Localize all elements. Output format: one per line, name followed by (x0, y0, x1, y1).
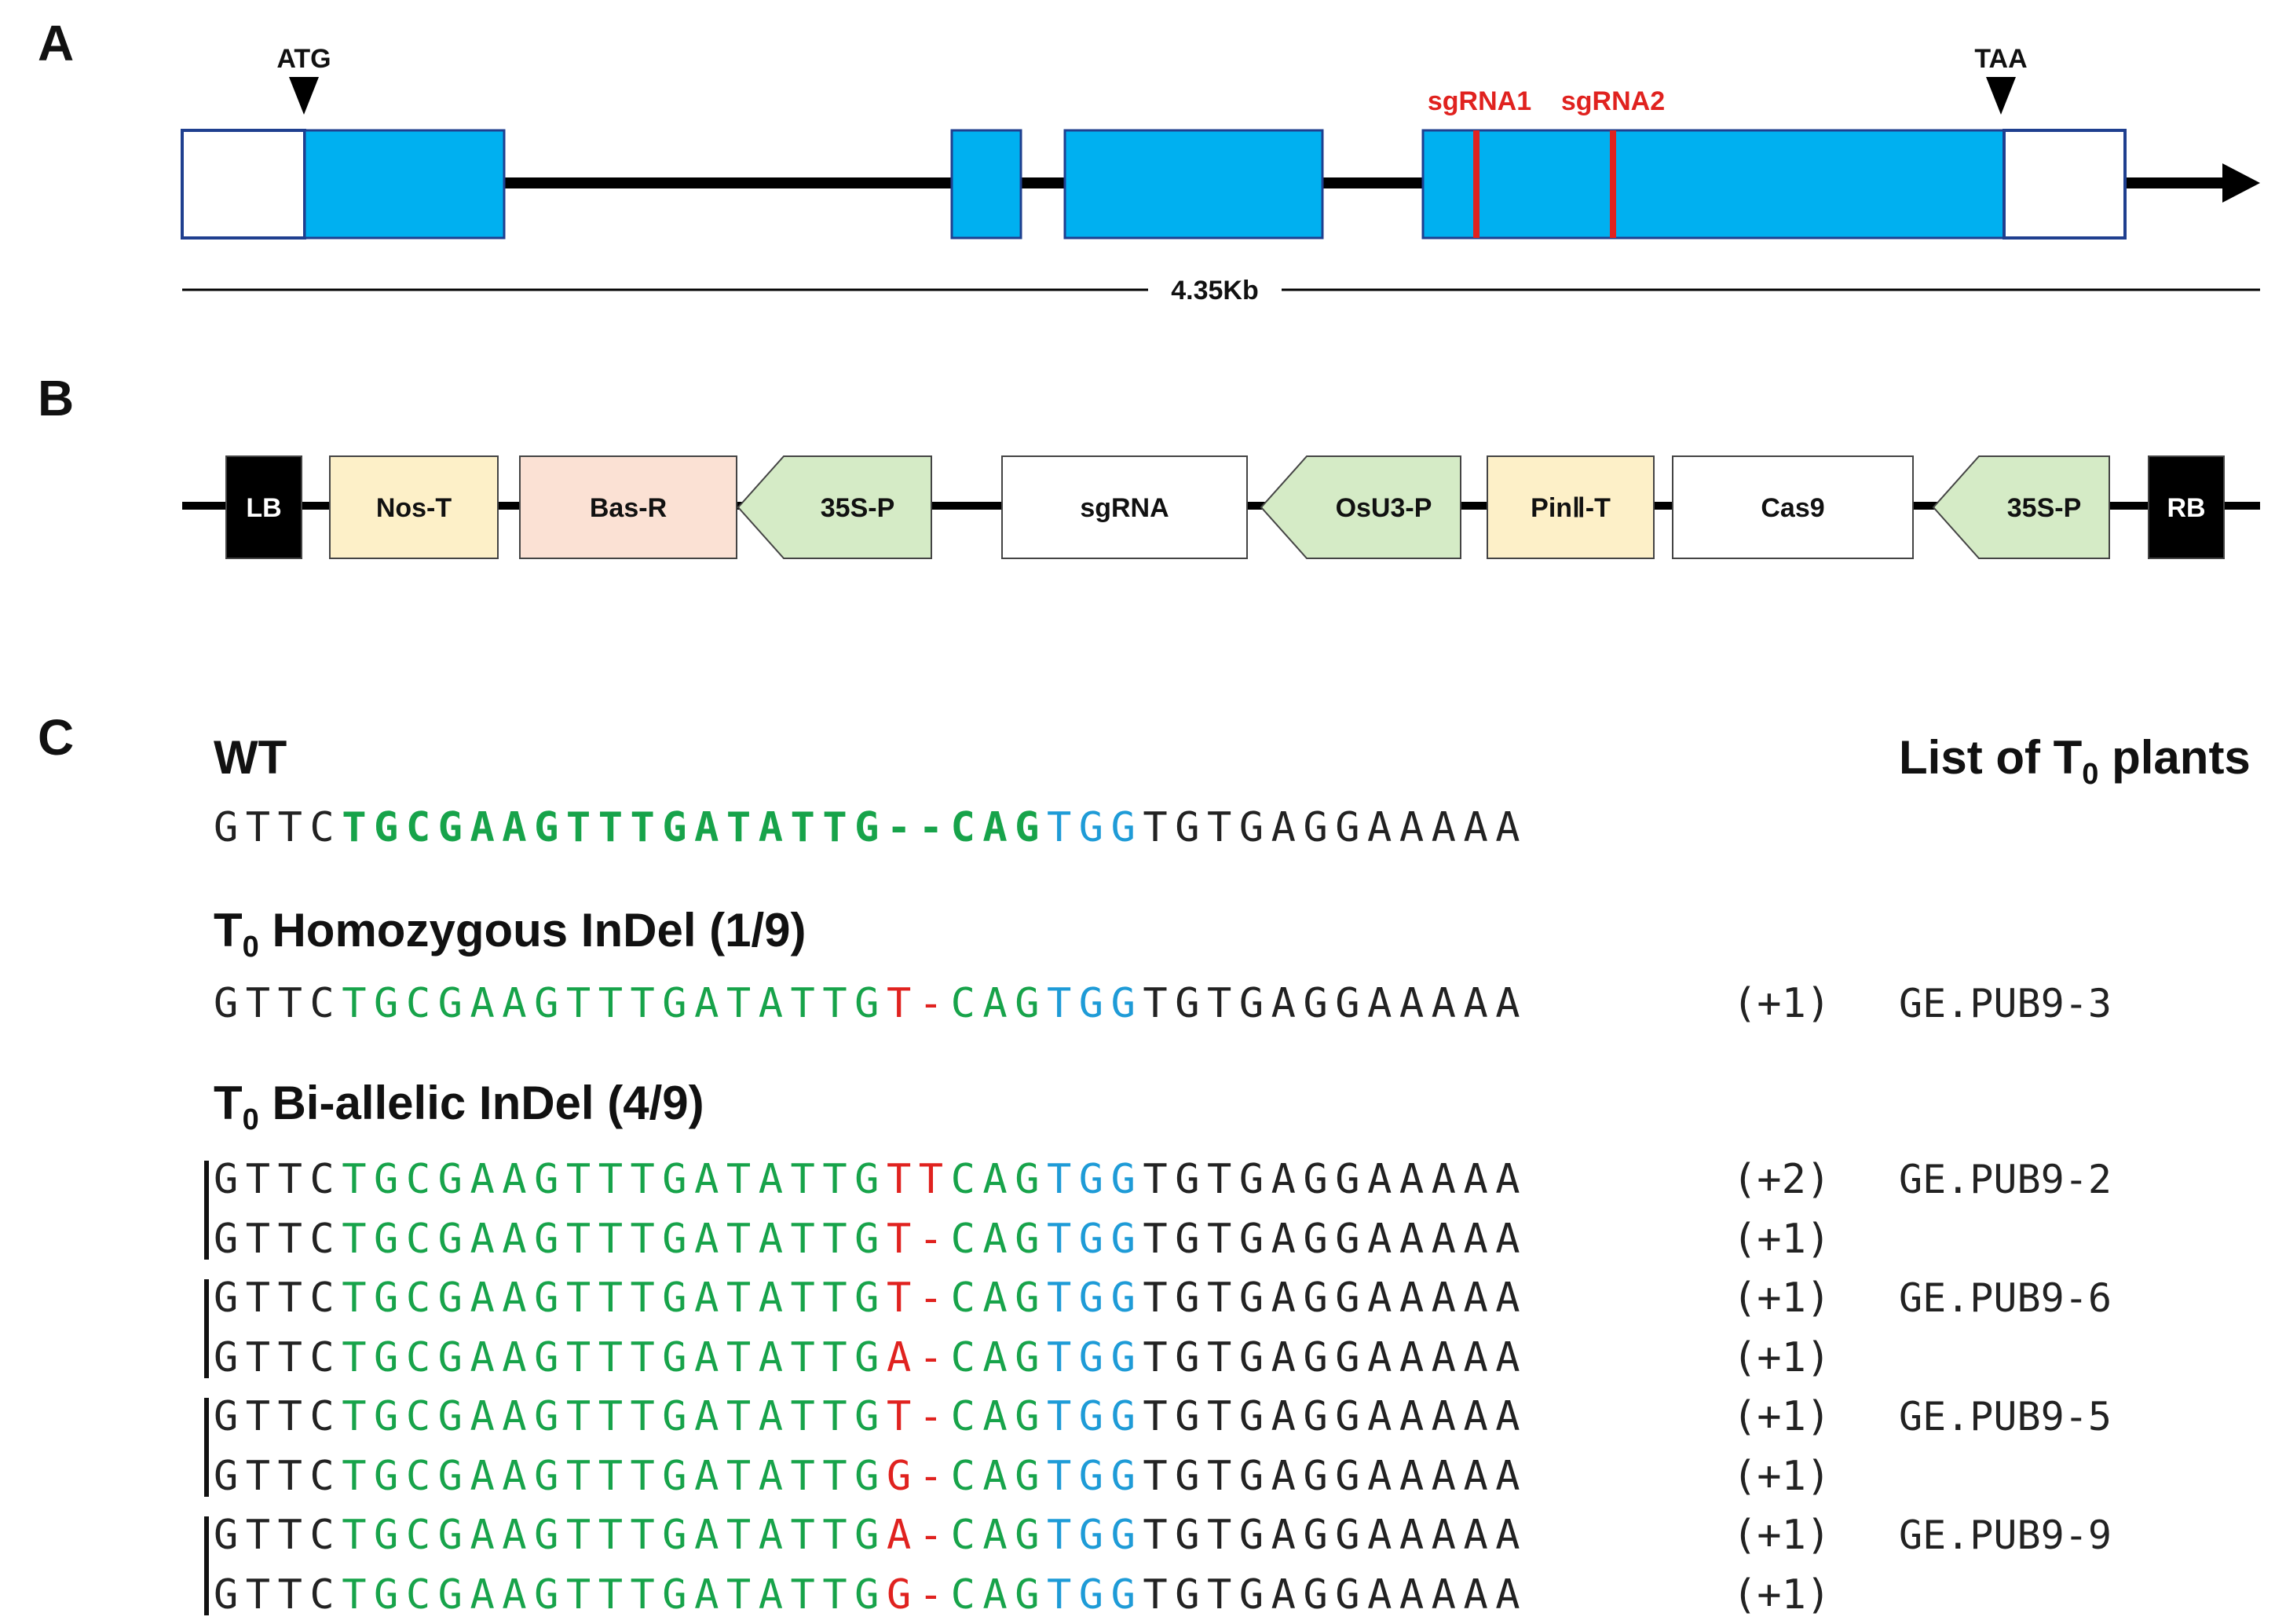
start-codon-marker (289, 77, 319, 115)
allele-pair-bracket (204, 1516, 209, 1615)
wt-heading: WT (214, 731, 287, 784)
construct-element-label: 35S-P (821, 493, 895, 523)
biallelic-sequence-row: GTTCTGCGAAGTTTGATATTGG-CAGTGGTGTGAGGAAAA… (214, 1452, 1528, 1500)
construct-element: LB (225, 455, 302, 559)
construct-element-shape (1487, 455, 1655, 559)
panel-label-a: A (38, 15, 75, 71)
exon-1 (303, 129, 506, 240)
biallelic-sequence-row: GTTCTGCGAAGTTTGATATTGTTCAGTGGTGTGAGGAAAA… (214, 1156, 1528, 1203)
gene-structure-diagram: ATG TAA sgRNA1 sgRNA2 4.35Kb (181, 44, 2260, 305)
biallelic-sequence-row: GTTCTGCGAAGTTTGATATTGT-CAGTGGTGTGAGGAAAA… (214, 1393, 1528, 1440)
scale-bar-label: 4.35Kb (1171, 276, 1259, 305)
construct-element: 35S-P (737, 455, 932, 559)
construct-element-label: Bas-R (590, 493, 667, 523)
biallelic-indel: (+1) (1732, 1333, 1831, 1381)
sgrna1-site (1473, 130, 1479, 238)
biallelic-indel: (+1) (1732, 1275, 1831, 1322)
biallelic-plant-id: GE.PUB9-9 (1899, 1512, 2112, 1558)
stop-codon-label: TAA (1974, 44, 2027, 74)
exon-4 (1421, 129, 2006, 240)
biallelic-indel: (+1) (1732, 1571, 1831, 1619)
construct-element-shape (1001, 455, 1248, 559)
sgrna2-label: sgRNA2 (1561, 86, 1665, 116)
allele-pair-bracket (204, 1279, 209, 1378)
construct-element-label: RB (2167, 493, 2205, 523)
sgrna2-site (1610, 130, 1616, 238)
panel-label-b: B (38, 370, 75, 426)
wt-sequence: GTTCTGCGAAGTTTGATATTG--CAGTGGTGTGAGGAAAA… (214, 804, 1528, 851)
construct-element: Cas9 (1672, 455, 1914, 559)
allele-pair-bracket (204, 1398, 209, 1497)
construct-element-shape (519, 455, 737, 559)
construct-element-shape (1260, 455, 1461, 559)
biallelic-indel: (+1) (1732, 1452, 1831, 1500)
homozygous-sequence: GTTCTGCGAAGTTTGATATTGT-CAGTGGTGTGAGGAAAA… (214, 980, 1528, 1027)
construct-element-label: Cas9 (1761, 493, 1824, 523)
construct-element: sgRNA (1001, 455, 1248, 559)
exon-3 (1063, 129, 1324, 240)
biallelic-sequence-row: GTTCTGCGAAGTTTGATATTGA-CAGTGGTGTGAGGAAAA… (214, 1512, 1528, 1559)
construct-element-label: sgRNA (1080, 493, 1169, 523)
exon-2 (950, 129, 1022, 240)
construct-element: RB (2148, 455, 2225, 559)
biallelic-sequence-row: GTTCTGCGAAGTTTGATATTGT-CAGTGGTGTGAGGAAAA… (214, 1275, 1528, 1322)
construct-element-label: 35S-P (2007, 493, 2082, 523)
construct-element-shape (737, 455, 932, 559)
construct-diagram: LB Nos-T Bas-R 35S-P sgRNA OsU3-P PinⅡ-T Cas9 35… (182, 455, 2260, 559)
construct-element-label: LB (246, 493, 281, 523)
construct-element: PinⅡ-T (1487, 455, 1655, 559)
biallelic-sequence-row: GTTCTGCGAAGTTTGATATTGG-CAGTGGTGTGAGGAAAA… (214, 1571, 1528, 1619)
start-codon-label: ATG (276, 44, 331, 74)
biallelic-indel: (+2) (1732, 1156, 1831, 1203)
construct-element: OsU3-P (1260, 455, 1461, 559)
biallelic-indel: (+1) (1732, 1215, 1831, 1263)
construct-element: 35S-P (1932, 455, 2110, 559)
biallelic-sequence-row: GTTCTGCGAAGTTTGATATTGA-CAGTGGTGTGAGGAAAA… (214, 1333, 1528, 1381)
construct-element-label: Nos-T (376, 493, 452, 523)
homozygous-heading: T0 Homozygous InDel (1/9) (214, 904, 806, 964)
stop-codon-marker (1986, 77, 2016, 115)
biallelic-indel: (+1) (1732, 1393, 1831, 1440)
construct-element-shape (225, 455, 302, 559)
plant-list-heading: List of T0 plants (1899, 731, 2251, 791)
biallelic-sequence-row: GTTCTGCGAAGTTTGATATTGT-CAGTGGTGTGAGGAAAA… (214, 1215, 1528, 1263)
construct-element-label: OsU3-P (1336, 493, 1432, 523)
construct-element-shape (1672, 455, 1914, 559)
biallelic-heading: T0 Bi-allelic InDel (4/9) (214, 1077, 704, 1136)
direction-arrow (2222, 163, 2260, 203)
homozygous-indel: (+1) (1732, 980, 1831, 1027)
biallelic-plant-id: GE.PUB9-2 (1899, 1157, 2112, 1202)
homozygous-plant-id: GE.PUB9-3 (1899, 981, 2112, 1026)
construct-element-label: PinⅡ-T (1531, 493, 1611, 523)
construct-element-shape (1932, 455, 2110, 559)
biallelic-plant-id: GE.PUB9-5 (1899, 1394, 2112, 1439)
panel-label-c: C (38, 709, 75, 766)
sgrna1-label: sgRNA1 (1428, 86, 1531, 116)
biallelic-indel: (+1) (1732, 1512, 1831, 1559)
construct-element: Bas-R (519, 455, 737, 559)
utr-5prime (181, 129, 306, 240)
utr-3prime (2003, 129, 2127, 240)
construct-element-shape (2148, 455, 2225, 559)
construct-element-shape (329, 455, 499, 559)
construct-element: Nos-T (329, 455, 499, 559)
allele-pair-bracket (204, 1161, 209, 1260)
biallelic-plant-id: GE.PUB9-6 (1899, 1275, 2112, 1321)
